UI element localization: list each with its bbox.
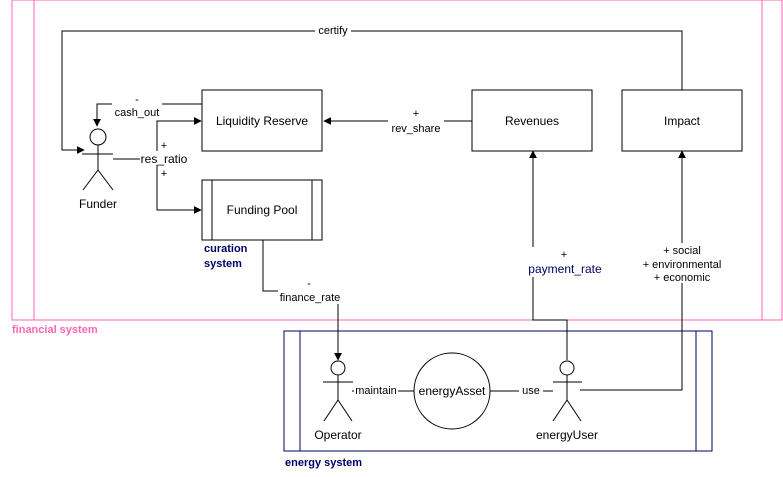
energy-user-actor[interactable]: energyUser <box>536 360 598 442</box>
impact-edge <box>580 150 686 391</box>
energy-system-container <box>283 330 713 452</box>
res-ratio-sign-bottom: + <box>161 168 167 180</box>
rev-share-label: rev_share <box>392 123 441 135</box>
energy-asset-node[interactable]: energyAsset <box>413 352 491 430</box>
energy-user-label: energyUser <box>536 428 598 442</box>
maintain-label: maintain <box>355 385 397 397</box>
funding-pool-label: Funding Pool <box>227 203 298 217</box>
payment-rate-sign: + <box>561 249 567 261</box>
certify-label-bg <box>315 24 351 37</box>
curation-system-label-line2: system <box>204 258 242 270</box>
use-label-bg <box>519 384 543 397</box>
liquidity-reserve-node[interactable]: Liquidity Reserve <box>201 89 323 152</box>
liquidity-reserve-label: Liquidity Reserve <box>216 114 308 128</box>
revenues-label: Revenues <box>505 114 559 128</box>
operator-actor-icon <box>330 360 346 376</box>
funder-actor-icon <box>89 128 107 146</box>
certify-edge <box>61 30 683 154</box>
funding-pool-node[interactable]: Funding Pool <box>201 179 323 241</box>
revenues-node[interactable]: Revenues <box>471 89 593 152</box>
certify-label: certify <box>318 25 348 37</box>
res-ratio-edge-to-pool <box>156 159 202 214</box>
funder-label: Funder <box>79 197 117 211</box>
impact-label-bg <box>640 243 726 283</box>
operator-label: Operator <box>314 428 361 442</box>
impact-dim-social: + social <box>663 245 701 257</box>
payment-rate-label-bg <box>526 247 604 277</box>
res-ratio-label: res_ratio <box>141 152 188 166</box>
res-ratio-sign-top: + <box>161 140 167 152</box>
payment-rate-label: payment_rate <box>528 262 602 276</box>
energy-system-label: energy system <box>285 457 362 469</box>
payment-rate-edge <box>529 150 568 360</box>
cash-out-label-bg <box>112 94 162 120</box>
maintain-label-bg <box>354 384 398 397</box>
energy-user-actor-icon <box>559 360 575 376</box>
finance-rate-label-bg <box>278 278 342 304</box>
cash-out-sign: - <box>135 94 139 106</box>
funder-actor[interactable]: Funder <box>79 128 117 211</box>
res-ratio-edge-to-reserve <box>113 117 202 160</box>
curation-system-label-line1: curation <box>204 243 248 255</box>
financial-system-container <box>11 0 783 321</box>
impact-node[interactable]: Impact <box>621 89 743 152</box>
finance-rate-label: finance_rate <box>280 292 341 304</box>
operator-actor[interactable]: Operator <box>314 360 362 442</box>
cash-out-label: cash_out <box>115 107 160 119</box>
res-ratio-label-bg <box>140 151 188 165</box>
cash-out-edge <box>93 103 202 127</box>
impact-label: Impact <box>664 114 701 128</box>
rev-share-sign: + <box>413 108 419 120</box>
impact-dim-economic: + economic <box>654 272 711 284</box>
use-label: use <box>522 385 540 397</box>
finance-rate-sign: - <box>307 278 311 290</box>
energy-asset-label: energyAsset <box>419 384 486 398</box>
rev-share-label-bg <box>388 107 444 135</box>
financial-system-label: financial system <box>12 324 98 336</box>
impact-dim-environmental: + environmental <box>643 259 722 271</box>
